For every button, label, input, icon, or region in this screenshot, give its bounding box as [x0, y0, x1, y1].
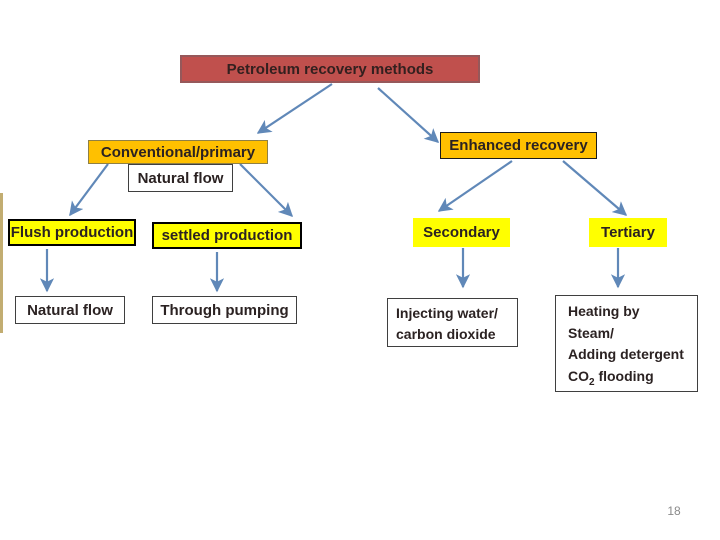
injecting-line-2: carbon dioxide [396, 326, 496, 342]
node-heating-steam-detergent-co2: Heating by Steam/ Adding detergent CO2 f… [555, 295, 698, 392]
heating-line-2: Steam/ [568, 324, 614, 341]
node-settled-production: settled production [152, 222, 302, 249]
node-enhanced-recovery: Enhanced recovery [440, 132, 597, 159]
edge-enhanced-to-tertiary [562, 160, 628, 216]
left-edge-accent [0, 193, 3, 333]
node-natural-flow-lower: Natural flow [15, 296, 125, 324]
node-conventional-primary: Conventional/primary [88, 140, 268, 164]
heating-line-1: Heating by [568, 303, 640, 319]
node-tertiary: Tertiary [589, 218, 667, 247]
edge-root-to-enhanced [377, 87, 440, 143]
page-number: 18 [667, 504, 681, 518]
node-through-pumping: Through pumping [152, 296, 297, 324]
node-petroleum-recovery-methods: Petroleum recovery methods [180, 55, 480, 83]
co2-suffix: flooding [594, 367, 654, 384]
injecting-line-1: Injecting water/ [396, 305, 498, 321]
heating-line-3: Adding detergent [568, 346, 684, 362]
edge-root-to-conventional [256, 83, 333, 134]
edge-conventional-to-flush [69, 163, 109, 217]
node-injecting-water-carbon-dioxide: Injecting water/ carbon dioxide [387, 298, 518, 347]
edge-enhanced-to-secondary [437, 160, 513, 212]
node-secondary: Secondary [413, 218, 510, 247]
edge-conventional-to-settled [239, 163, 294, 218]
node-flush-production: Flush production [8, 219, 136, 246]
co2-prefix: CO [568, 367, 589, 384]
co2-subscript: 2 [589, 376, 595, 388]
node-natural-flow-upper: Natural flow [128, 164, 233, 192]
heating-line-4: CO2 flooding [568, 366, 697, 388]
